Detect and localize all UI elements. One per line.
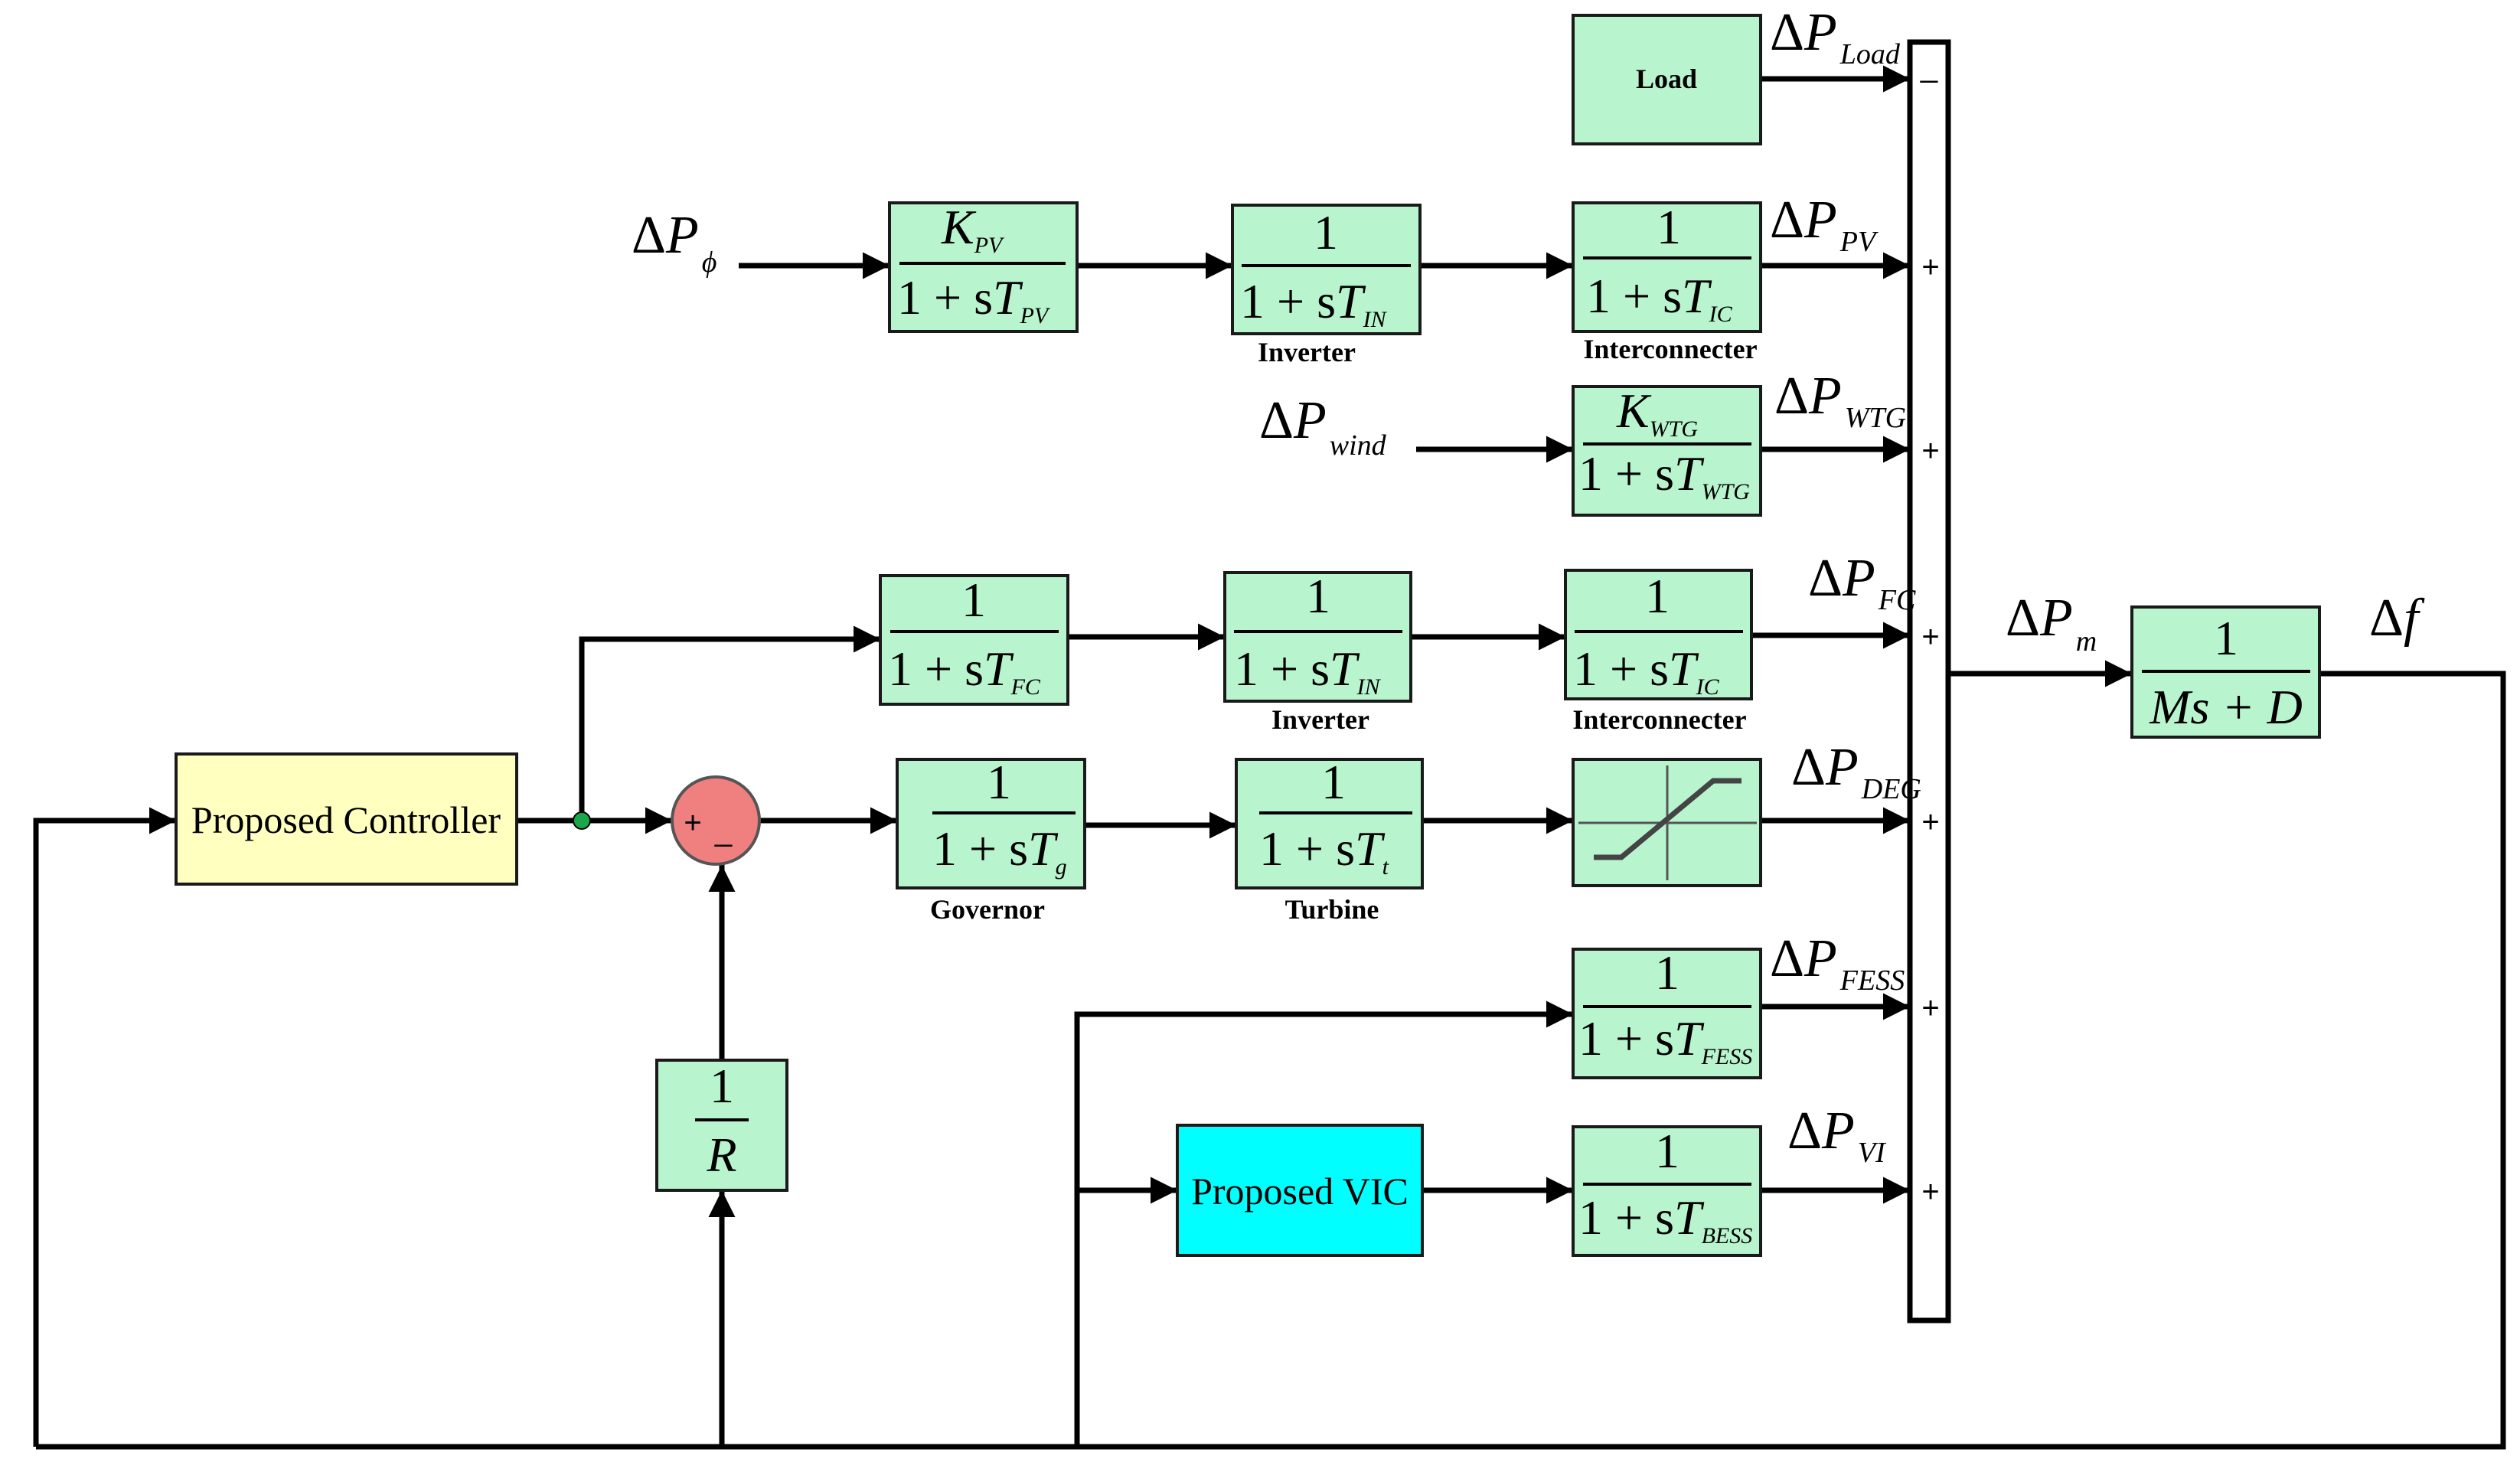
interconnecter-block-2: 1 1 + sTIC Interconnecter <box>1564 569 1753 735</box>
svg-text:Ms + D: Ms + D <box>2149 680 2303 734</box>
svg-text:1 + sTt: 1 + sTt <box>1259 821 1389 880</box>
droop-block: 1 R <box>655 1059 788 1192</box>
system-block: 1 Ms + D <box>2130 605 2321 739</box>
svg-text:1 + sTWTG: 1 + sTWTG <box>1578 446 1750 504</box>
turbine-caption: Turbine <box>1285 894 1379 925</box>
signal-delta-f: Δf <box>2369 589 2425 648</box>
svg-text:KWTG: KWTG <box>1616 384 1698 442</box>
svg-text:KPV: KPV <box>941 200 1005 258</box>
signal-wires <box>33 65 2506 1450</box>
bus-sign-fess: + <box>1921 991 1939 1025</box>
svg-text:1 + sTFC: 1 + sTFC <box>888 641 1041 700</box>
interconnecter-caption-1: Interconnecter <box>1583 334 1757 364</box>
wire-node-to-fc <box>579 625 880 821</box>
interconnecter-caption-2: Interconnecter <box>1572 704 1746 735</box>
load-label: Load <box>1636 64 1697 94</box>
summing-junction: + _ <box>671 775 761 866</box>
bus-sign-load: _ <box>1920 50 1938 83</box>
saturation-curve-icon <box>1594 778 1741 860</box>
svg-text:1: 1 <box>1306 569 1330 623</box>
governor-block: 1 1 + sTg Governor <box>896 755 1086 925</box>
vic-label: Proposed VIC <box>1191 1170 1409 1213</box>
svg-text:1: 1 <box>961 573 986 627</box>
wire-feedback-to-controller <box>33 807 176 1447</box>
branch-node <box>573 811 591 830</box>
inverter-caption-2: Inverter <box>1271 704 1369 735</box>
svg-text:1: 1 <box>1645 569 1670 623</box>
svg-text:1: 1 <box>1655 1124 1679 1178</box>
svg-text:1 + sTFESS: 1 + sTFESS <box>1578 1011 1752 1069</box>
summing-bus: _ + + + + + + <box>1907 39 1951 1323</box>
interconnecter-block-1: 1 1 + sTIC Interconnecter <box>1572 200 1762 364</box>
proposed-controller-block: Proposed Controller <box>175 752 518 886</box>
fess-block: 1 1 + sTFESS <box>1572 945 1762 1079</box>
svg-text:1 + sTIC: 1 + sTIC <box>1573 641 1720 700</box>
bus-sign-deg: + <box>1921 805 1939 839</box>
svg-text:1: 1 <box>1657 200 1681 254</box>
load-block: Load <box>1572 14 1762 145</box>
bus-sign-fc: + <box>1921 620 1939 654</box>
svg-text:1 + sTIN: 1 + sTIN <box>1240 274 1388 332</box>
bess-block: 1 1 + sTBESS <box>1572 1124 1762 1257</box>
svg-text:1: 1 <box>2214 611 2238 665</box>
svg-text:1: 1 <box>1655 945 1679 1000</box>
bus-sign-vi: + <box>1921 1175 1939 1209</box>
svg-text:1: 1 <box>710 1059 734 1113</box>
svg-text:1: 1 <box>1321 755 1346 809</box>
governor-caption: Governor <box>930 894 1045 925</box>
sum-minus-sign: _ <box>714 814 733 847</box>
svg-text:1 + sTIN: 1 + sTIN <box>1234 641 1382 700</box>
inverter-caption-1: Inverter <box>1258 337 1356 367</box>
svg-text:1 + sTPV: 1 + sTPV <box>897 270 1051 328</box>
sum-plus-sign: + <box>684 806 701 840</box>
turbine-block: 1 1 + sTt Turbine <box>1235 755 1424 925</box>
controller-label: Proposed Controller <box>191 798 501 841</box>
rate-limiter-block <box>1572 758 1762 887</box>
wire-frequency-feedback <box>36 671 2506 1450</box>
svg-text:1: 1 <box>1314 205 1338 259</box>
svg-text:1 + sTg: 1 + sTg <box>932 821 1067 880</box>
fc-block: 1 1 + sTFC <box>879 573 1069 706</box>
svg-text:1: 1 <box>987 755 1011 809</box>
bus-sign-pv: + <box>1921 250 1939 284</box>
svg-text:1 + sTBESS: 1 + sTBESS <box>1578 1190 1752 1248</box>
wtg-gain-block: KWTG 1 + sTWTG <box>1572 384 1762 517</box>
inverter-block-2: 1 1 + sTIN Inverter <box>1223 569 1412 735</box>
bus-sign-wtg: + <box>1921 434 1939 468</box>
summing-bus-bar <box>1907 39 1951 1323</box>
pv-gain-block: KPV 1 + sTPV <box>888 200 1079 333</box>
wire-feedback-to-fess <box>1074 1000 1573 1447</box>
inverter-block-1: 1 1 + sTIN Inverter <box>1231 204 1422 367</box>
svg-text:1 + sTIC: 1 + sTIC <box>1586 269 1733 327</box>
svg-text:R: R <box>706 1128 736 1182</box>
proposed-vic-block: Proposed VIC <box>1176 1124 1424 1257</box>
